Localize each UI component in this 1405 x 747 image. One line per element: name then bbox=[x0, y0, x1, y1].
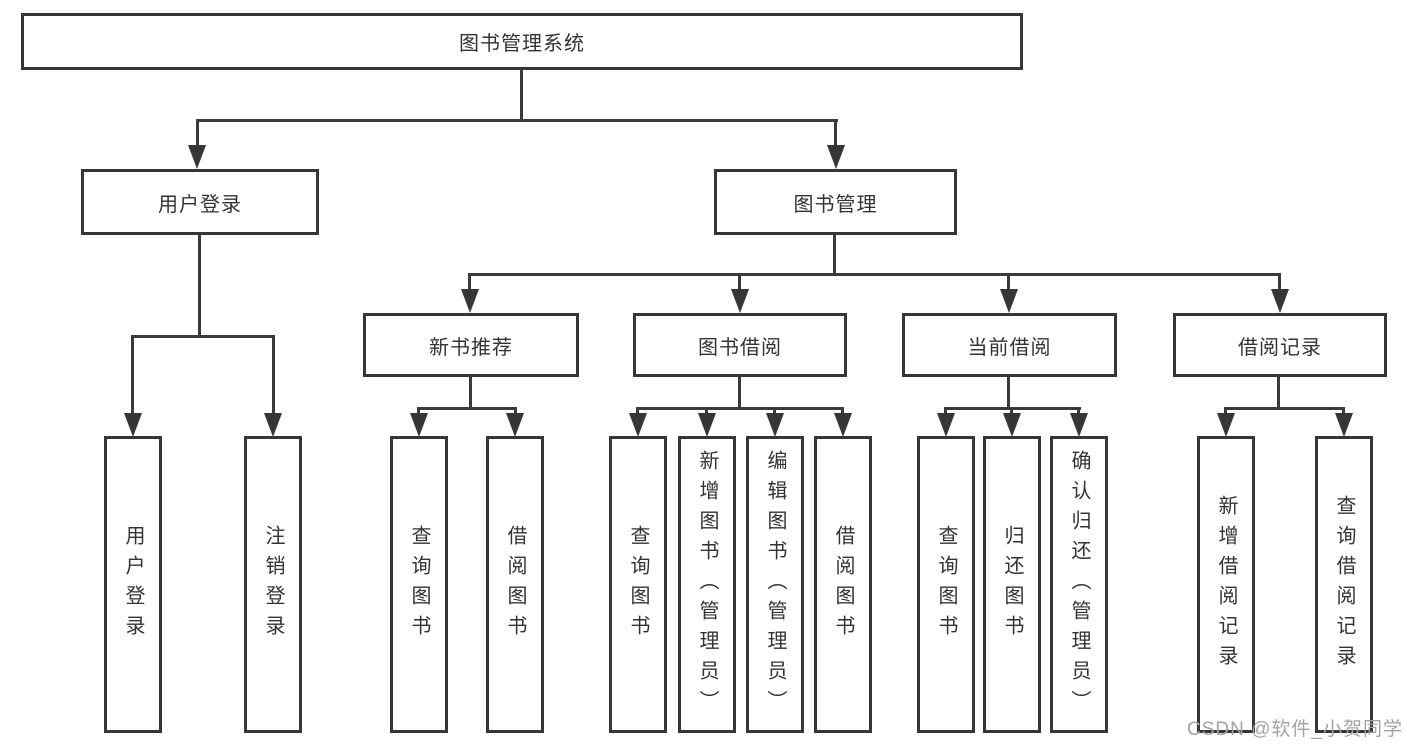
arrowhead-down-icon bbox=[1271, 289, 1289, 313]
leaf-add-borrow-record: 新增借阅记录 bbox=[1197, 436, 1255, 733]
arrowhead-down-icon bbox=[264, 413, 282, 437]
arrowhead-down-icon bbox=[731, 289, 749, 313]
node-label: 图书借阅 bbox=[698, 336, 782, 359]
connector-line bbox=[469, 377, 472, 409]
connector-line bbox=[468, 273, 1281, 276]
node-label: 新书推荐 bbox=[429, 336, 513, 359]
node-user-login: 用户登录 bbox=[81, 169, 319, 235]
node-book-management: 图书管理 bbox=[714, 169, 957, 235]
node-label: 当前借阅 bbox=[967, 336, 1052, 359]
leaf-label: 注销登录 bbox=[262, 524, 284, 645]
leaf-query-books-recommend: 查询图书 bbox=[390, 436, 448, 733]
connector-line bbox=[520, 70, 523, 120]
node-label: 借阅记录 bbox=[1238, 336, 1322, 359]
connector-line bbox=[1342, 407, 1345, 417]
connector-line bbox=[131, 335, 134, 417]
connector-line bbox=[834, 119, 837, 149]
leaf-label: 确认归还（管理员） bbox=[1068, 449, 1090, 720]
leaf-label: 编辑图书（管理员） bbox=[764, 449, 786, 720]
leaf-label: 归还图书 bbox=[1001, 524, 1023, 645]
node-borrow-records: 借阅记录 bbox=[1173, 313, 1387, 377]
leaf-confirm-return-admin: 确认归还（管理员） bbox=[1050, 436, 1108, 733]
connector-line bbox=[738, 377, 741, 409]
leaf-query-books-current: 查询图书 bbox=[917, 436, 975, 733]
arrowhead-down-icon bbox=[1217, 413, 1235, 437]
connector-line bbox=[705, 407, 708, 417]
arrowhead-down-icon bbox=[1335, 413, 1353, 437]
leaf-return-book: 归还图书 bbox=[983, 436, 1041, 733]
connector-line bbox=[1010, 407, 1013, 417]
node-root-library-system: 图书管理系统 bbox=[21, 13, 1023, 70]
arrowhead-down-icon bbox=[629, 413, 647, 437]
leaf-edit-book-admin: 编辑图书（管理员） bbox=[746, 436, 804, 733]
connector-line bbox=[198, 235, 201, 337]
connector-line bbox=[944, 407, 947, 417]
arrowhead-down-icon bbox=[410, 413, 428, 437]
node-label: 图书管理 bbox=[793, 193, 878, 216]
connector-line bbox=[738, 273, 741, 291]
arrowhead-down-icon bbox=[124, 413, 142, 437]
connector-line bbox=[468, 273, 471, 291]
connector-line bbox=[514, 407, 517, 417]
leaf-query-books-borrowing: 查询图书 bbox=[609, 436, 667, 733]
connector-line bbox=[833, 235, 836, 275]
leaf-user-login: 用户登录 bbox=[104, 436, 162, 733]
connector-line bbox=[1224, 407, 1227, 417]
node-new-book-recommend: 新书推荐 bbox=[363, 313, 579, 377]
connector-line bbox=[196, 119, 199, 149]
connector-line bbox=[1277, 377, 1280, 409]
leaf-label: 新增图书（管理员） bbox=[696, 449, 718, 720]
csdn-watermark: CSDN @软件_小贺同学 bbox=[1187, 719, 1403, 740]
connector-line bbox=[636, 407, 639, 417]
connector-line bbox=[131, 335, 275, 338]
connector-line bbox=[417, 407, 420, 417]
node-label: 用户登录 bbox=[158, 193, 242, 216]
connector-line bbox=[1278, 273, 1281, 291]
connector-line bbox=[1007, 273, 1010, 291]
connector-line bbox=[1007, 377, 1010, 409]
leaf-label: 查询图书 bbox=[935, 524, 957, 645]
leaf-label: 借阅图书 bbox=[832, 524, 854, 645]
leaf-label: 查询借阅记录 bbox=[1333, 494, 1355, 675]
arrowhead-down-icon bbox=[698, 413, 716, 437]
leaf-label: 查询图书 bbox=[408, 524, 430, 645]
node-current-borrowing: 当前借阅 bbox=[902, 313, 1117, 377]
arrowhead-down-icon bbox=[461, 289, 479, 313]
connector-line bbox=[417, 407, 517, 410]
leaf-query-borrow-record: 查询借阅记录 bbox=[1315, 436, 1373, 733]
arrowhead-down-icon bbox=[1000, 289, 1018, 313]
connector-line bbox=[1077, 407, 1080, 417]
connector-line bbox=[272, 335, 275, 417]
leaf-borrow-books-recommend: 借阅图书 bbox=[486, 436, 544, 733]
connector-line bbox=[773, 407, 776, 417]
leaf-label: 新增借阅记录 bbox=[1215, 494, 1237, 675]
arrowhead-down-icon bbox=[506, 413, 524, 437]
node-book-borrowing: 图书借阅 bbox=[633, 313, 847, 377]
leaf-label: 用户登录 bbox=[122, 524, 144, 645]
leaf-borrow-books-borrowing: 借阅图书 bbox=[814, 436, 872, 733]
arrowhead-down-icon bbox=[1070, 413, 1088, 437]
node-label: 图书管理系统 bbox=[459, 33, 585, 55]
leaf-add-book-admin: 新增图书（管理员） bbox=[678, 436, 736, 733]
leaf-label: 查询图书 bbox=[627, 524, 649, 645]
arrowhead-down-icon bbox=[834, 413, 852, 437]
leaf-logout: 注销登录 bbox=[244, 436, 302, 733]
arrowhead-down-icon bbox=[1003, 413, 1021, 437]
leaf-label: 借阅图书 bbox=[504, 524, 526, 645]
arrowhead-down-icon bbox=[766, 413, 784, 437]
arrowhead-down-icon bbox=[827, 145, 845, 169]
connector-line bbox=[636, 407, 844, 410]
connector-line bbox=[196, 119, 838, 122]
arrowhead-down-icon bbox=[937, 413, 955, 437]
arrowhead-down-icon bbox=[188, 145, 206, 169]
connector-line bbox=[1224, 407, 1345, 410]
connector-line bbox=[841, 407, 844, 417]
